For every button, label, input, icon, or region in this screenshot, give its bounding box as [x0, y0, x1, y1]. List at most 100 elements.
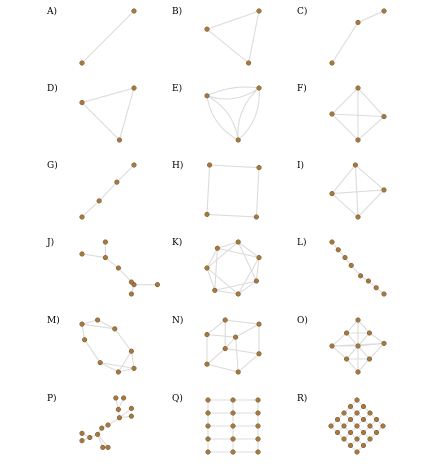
node — [131, 8, 137, 14]
edge — [224, 319, 260, 325]
panel-d: D) — [47, 83, 137, 143]
node — [131, 85, 137, 91]
edge — [206, 334, 237, 338]
edge — [224, 336, 237, 350]
node — [381, 187, 387, 193]
node — [329, 239, 335, 245]
node — [79, 214, 85, 220]
node — [212, 287, 218, 293]
panel-layer: A)B)C)D)E)F)G)H)I)J)K)L)M)N)O)P)Q)R) — [46, 6, 387, 455]
node — [334, 429, 341, 436]
node — [102, 255, 108, 261]
node — [347, 442, 354, 449]
node — [355, 343, 361, 349]
edge — [224, 348, 260, 355]
node — [204, 93, 210, 99]
panel-k: K) — [172, 237, 262, 297]
edge — [255, 167, 260, 218]
node — [329, 111, 335, 117]
node — [366, 330, 372, 336]
node — [348, 262, 354, 268]
node — [79, 100, 85, 106]
panel-label-f: F) — [297, 83, 307, 94]
node — [230, 397, 236, 403]
node — [131, 365, 137, 371]
node — [235, 239, 241, 245]
node — [113, 395, 119, 401]
node — [344, 330, 350, 336]
node — [205, 423, 211, 429]
panel-j: J) — [46, 237, 160, 297]
edge — [98, 181, 118, 202]
edge — [214, 280, 257, 291]
edge — [237, 87, 260, 141]
panel-label-k: K) — [172, 237, 182, 248]
node — [116, 137, 122, 143]
panel-label-o: O) — [297, 315, 308, 326]
edge — [206, 348, 226, 365]
node — [381, 340, 387, 346]
edge — [368, 332, 385, 344]
panel-label-q: Q) — [172, 393, 183, 404]
edge — [206, 86, 260, 97]
edge — [237, 257, 260, 295]
edge — [331, 87, 359, 115]
edge — [331, 332, 348, 347]
node — [253, 214, 259, 220]
panel-r: R) — [297, 393, 386, 455]
panel-g: G) — [47, 160, 137, 220]
node — [105, 422, 111, 428]
node — [82, 337, 88, 343]
node — [96, 198, 102, 204]
node — [79, 251, 85, 257]
node — [381, 291, 387, 297]
node — [373, 429, 380, 436]
node — [105, 444, 111, 450]
edge — [116, 164, 135, 183]
node — [222, 346, 228, 352]
edge — [237, 353, 260, 373]
node — [341, 410, 347, 416]
edge — [206, 319, 226, 336]
edge — [117, 350, 132, 373]
node — [128, 279, 134, 285]
edge — [346, 345, 359, 360]
panel-b: B) — [172, 6, 262, 66]
node — [335, 247, 341, 253]
panel-label-p: P) — [47, 393, 57, 404]
edge — [216, 241, 239, 249]
node — [355, 369, 361, 375]
node — [230, 423, 236, 429]
node — [365, 278, 371, 284]
node — [355, 19, 361, 25]
node — [342, 255, 348, 261]
edge — [354, 164, 359, 218]
node — [253, 278, 259, 284]
node — [102, 239, 108, 245]
node — [360, 403, 367, 410]
node — [230, 449, 236, 455]
edge — [118, 87, 135, 141]
edge — [206, 10, 260, 30]
node — [255, 423, 261, 429]
node — [354, 436, 360, 442]
edge — [357, 319, 370, 334]
node — [373, 285, 379, 291]
panel-f: F) — [297, 83, 387, 143]
panel-label-m: M) — [47, 315, 60, 326]
edge — [331, 164, 356, 195]
panel-label-b: B) — [172, 6, 182, 17]
edge — [206, 164, 211, 215]
edge — [206, 213, 257, 218]
node — [204, 26, 210, 32]
node — [79, 438, 85, 444]
edge — [216, 247, 260, 259]
panel-label-a: A) — [46, 6, 57, 17]
edge — [331, 193, 359, 218]
edge — [214, 247, 218, 291]
node — [381, 114, 387, 120]
node — [95, 431, 101, 437]
node — [355, 85, 361, 91]
edge — [206, 95, 239, 141]
node — [355, 317, 361, 323]
